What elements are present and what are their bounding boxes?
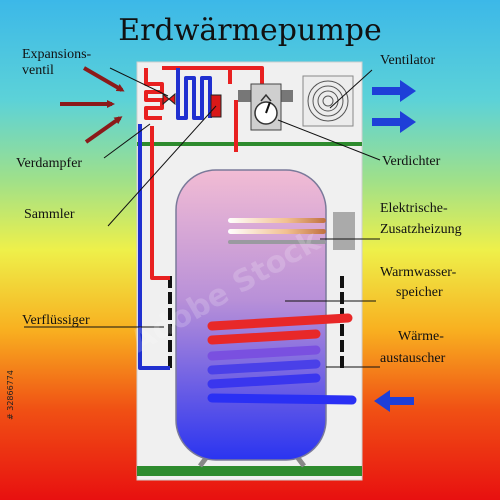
label-exchanger-2: austauscher [380, 351, 446, 366]
label-evaporator: Verdampfer [16, 156, 82, 171]
label-collector: Sammler [24, 207, 75, 222]
label-tank-1: Warmwasser- [380, 265, 457, 280]
expansion-valve-icon [162, 92, 176, 106]
stock-image-id: # 32866774 [6, 370, 15, 420]
label-exchanger-1: Wärme- [398, 329, 444, 344]
inflow-arrow-icon [60, 66, 125, 144]
label-heater-1: Elektrische- [380, 201, 448, 216]
refrigerant-piping [138, 66, 264, 370]
label-tank-2: speicher [396, 285, 443, 300]
label-heater-2: Zusatzheizung [380, 222, 462, 237]
label-fan: Ventilator [380, 53, 436, 68]
fan-icon [302, 75, 354, 127]
cabinet-base [137, 466, 362, 476]
diagram-title: Erdwärmepumpe [118, 13, 381, 48]
outflow-arrow-icon [372, 80, 416, 133]
label-condenser: Verflüssiger [22, 313, 90, 328]
heat-exchanger-coil [207, 313, 357, 405]
label-expansion-valve-1: Expansions- [22, 47, 92, 62]
heater-connector-box [333, 212, 355, 250]
label-compressor: Verdichter [382, 154, 441, 169]
label-expansion-valve-2: ventil [22, 63, 54, 78]
water-inlet-arrow-icon [374, 390, 414, 412]
leader-lines [24, 67, 381, 368]
compressor-icon [238, 83, 293, 131]
electric-heater-rods [228, 212, 355, 250]
